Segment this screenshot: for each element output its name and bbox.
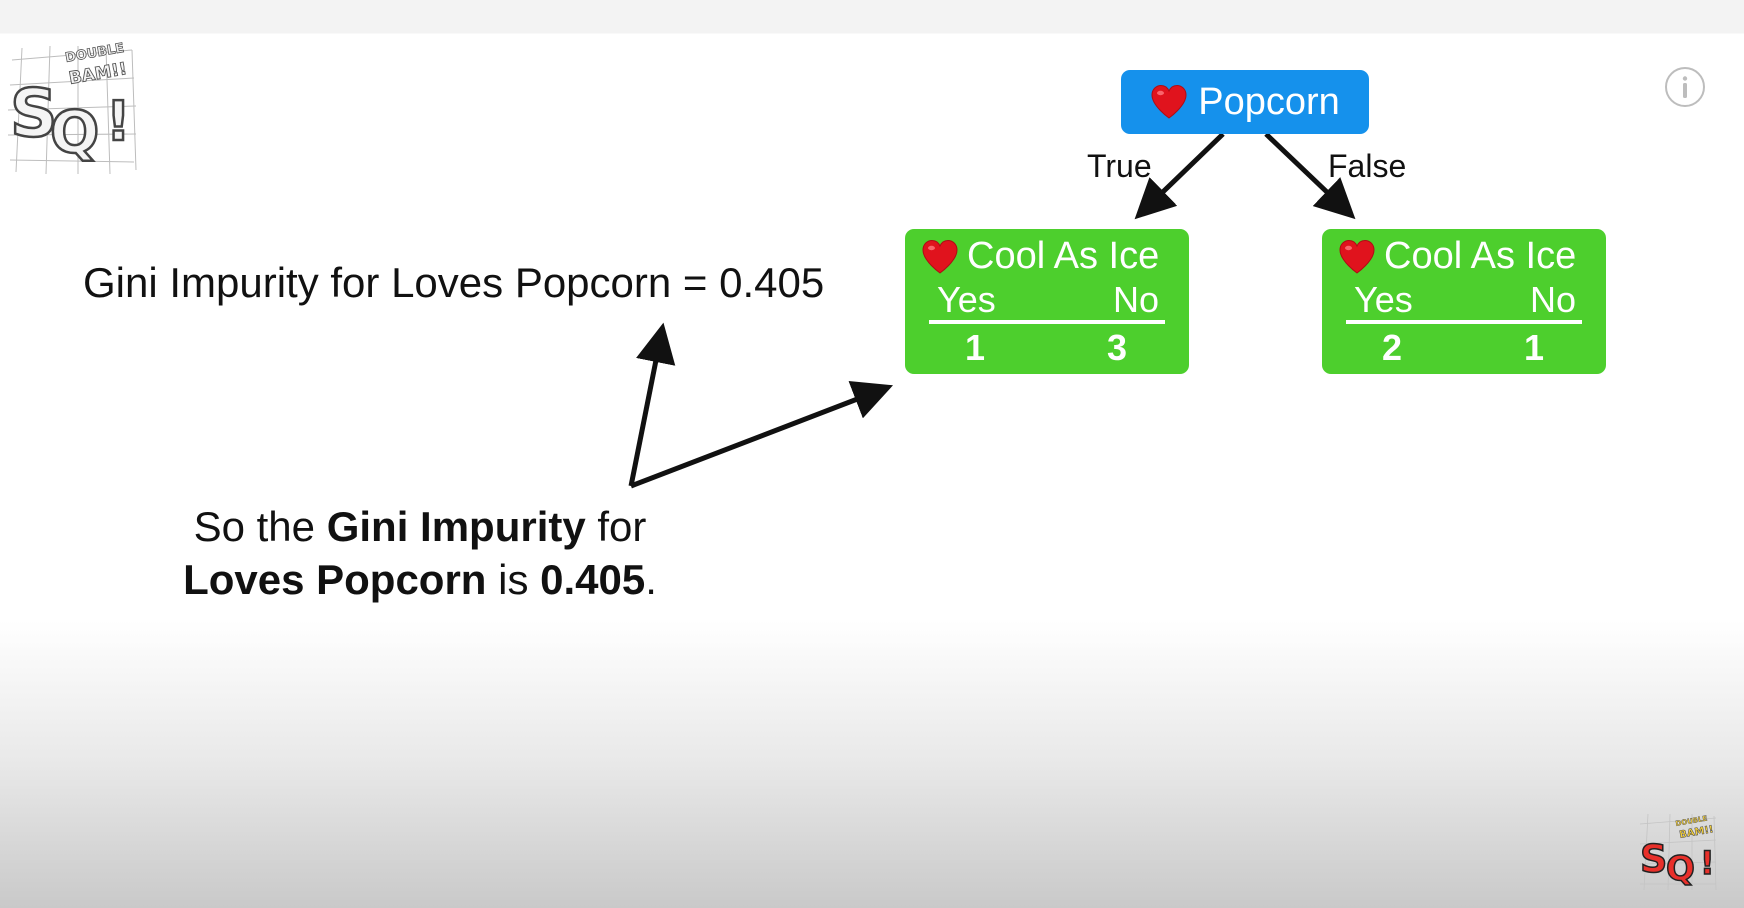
leaf-title: Cool As Ice <box>1338 235 1576 278</box>
leaf-title-text: Cool As Ice <box>1384 235 1577 277</box>
heart-icon <box>1339 239 1375 274</box>
leaf-title-text: Cool As Ice <box>967 235 1160 277</box>
info-icon[interactable] <box>1664 66 1706 108</box>
leaf-yes-header: Yes <box>1354 279 1413 320</box>
svg-text:Q: Q <box>50 98 99 166</box>
svg-text:Q: Q <box>1666 849 1695 889</box>
svg-text:S: S <box>10 75 58 152</box>
heart-icon <box>1151 84 1187 119</box>
summary-bold: 0.405 <box>540 556 646 603</box>
summary-part: for <box>585 503 647 550</box>
leaf-node-true: Cool As Ice Yes No 1 3 <box>905 229 1189 374</box>
leaf-title: Cool As Ice <box>921 235 1159 278</box>
leaf-node-false: Cool As Ice Yes No 2 1 <box>1322 229 1606 374</box>
summary-part: . <box>645 556 657 603</box>
statquest-double-bam-logo: S Q ! DOUBLE BAM!! <box>7 40 137 175</box>
summary-part: So the <box>193 503 327 550</box>
leaf-divider <box>1346 320 1582 324</box>
branch-label-false: False <box>1328 148 1407 184</box>
root-node-popcorn: Popcorn <box>1121 70 1369 134</box>
pointer-arrow-to-leaf <box>630 380 894 489</box>
true-branch-arrow <box>1134 132 1225 220</box>
svg-text:BAM!!: BAM!! <box>1679 824 1715 841</box>
false-branch-arrow <box>1264 132 1356 220</box>
svg-text:S: S <box>1640 837 1667 881</box>
svg-text:!: ! <box>1700 844 1715 882</box>
gini-impurity-line: Gini Impurity for Loves Popcorn = 0.405 <box>83 259 825 306</box>
summary-bold: Gini Impurity <box>326 503 586 550</box>
svg-text:!: ! <box>106 90 131 153</box>
leaf-yes-count: 2 <box>1381 327 1403 368</box>
summary-text: So the Gini Impurity for Loves Popcorn i… <box>150 500 690 606</box>
summary-bold: Loves Popcorn <box>183 556 487 603</box>
statquest-logo: S Q ! DOUBLE BAM!! <box>1639 813 1717 891</box>
heart-icon <box>922 239 958 274</box>
leaf-divider <box>929 320 1165 324</box>
pointer-arrow-to-gini <box>628 322 676 487</box>
leaf-yes-count: 1 <box>964 327 986 368</box>
leaf-no-count: 3 <box>1106 327 1128 368</box>
leaf-yes-header: Yes <box>937 279 996 320</box>
branch-label-true: True <box>1087 148 1152 184</box>
leaf-no-header: No <box>1112 279 1159 320</box>
leaf-no-header: No <box>1529 279 1576 320</box>
leaf-no-count: 1 <box>1523 327 1545 368</box>
root-node-label: Popcorn <box>1198 80 1340 123</box>
summary-part: is <box>486 556 541 603</box>
